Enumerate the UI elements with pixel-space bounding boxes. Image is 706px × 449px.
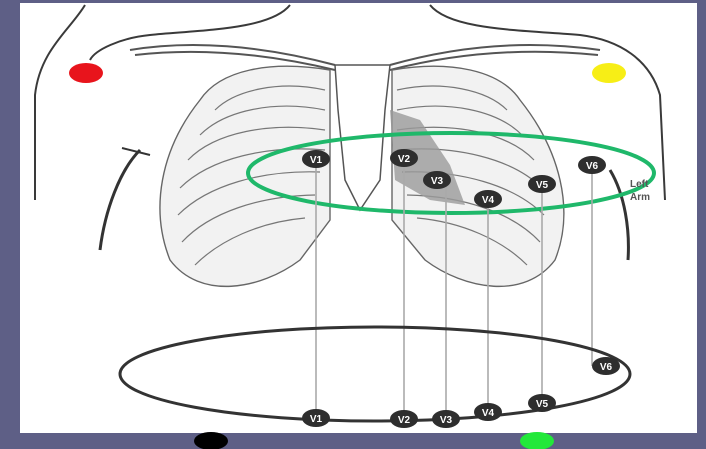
svg-text:V5: V5 — [536, 399, 549, 410]
svg-text:V5: V5 — [536, 180, 549, 191]
svg-text:V3: V3 — [440, 415, 453, 426]
left-arm-label-line1: Left — [630, 179, 649, 190]
left-frame-bar — [0, 0, 20, 449]
lead-v6-upper: V6 — [578, 156, 606, 174]
lead-v3-upper: V3 — [423, 171, 451, 189]
right-arm-electrode — [69, 63, 103, 83]
bottom-frame-bar — [0, 433, 706, 449]
top-frame-line — [20, 0, 697, 3]
lead-v4-lower: V4 — [474, 403, 502, 421]
lead-v6-lower: V6 — [592, 357, 620, 375]
svg-text:V6: V6 — [586, 161, 599, 172]
svg-text:V4: V4 — [482, 195, 495, 206]
svg-text:V6: V6 — [600, 362, 613, 373]
lead-v2-upper: V2 — [390, 149, 418, 167]
svg-text:V1: V1 — [310, 414, 323, 425]
lead-v4-upper: V4 — [474, 190, 502, 208]
left-arm-electrode — [592, 63, 626, 83]
lead-v5-upper: V5 — [528, 175, 556, 193]
svg-text:V3: V3 — [431, 176, 444, 187]
svg-text:V4: V4 — [482, 408, 495, 419]
lead-v3-lower: V3 — [432, 410, 460, 428]
left-arm-label-line2: Arm — [630, 192, 650, 203]
svg-text:V2: V2 — [398, 154, 411, 165]
lead-v5-lower: V5 — [528, 394, 556, 412]
right-frame-bar — [697, 0, 706, 449]
svg-text:V1: V1 — [310, 155, 323, 166]
lead-v1-upper: V1 — [302, 150, 330, 168]
lead-v1-lower: V1 — [302, 409, 330, 427]
lead-v2-lower: V2 — [390, 410, 418, 428]
svg-text:V2: V2 — [398, 415, 411, 426]
